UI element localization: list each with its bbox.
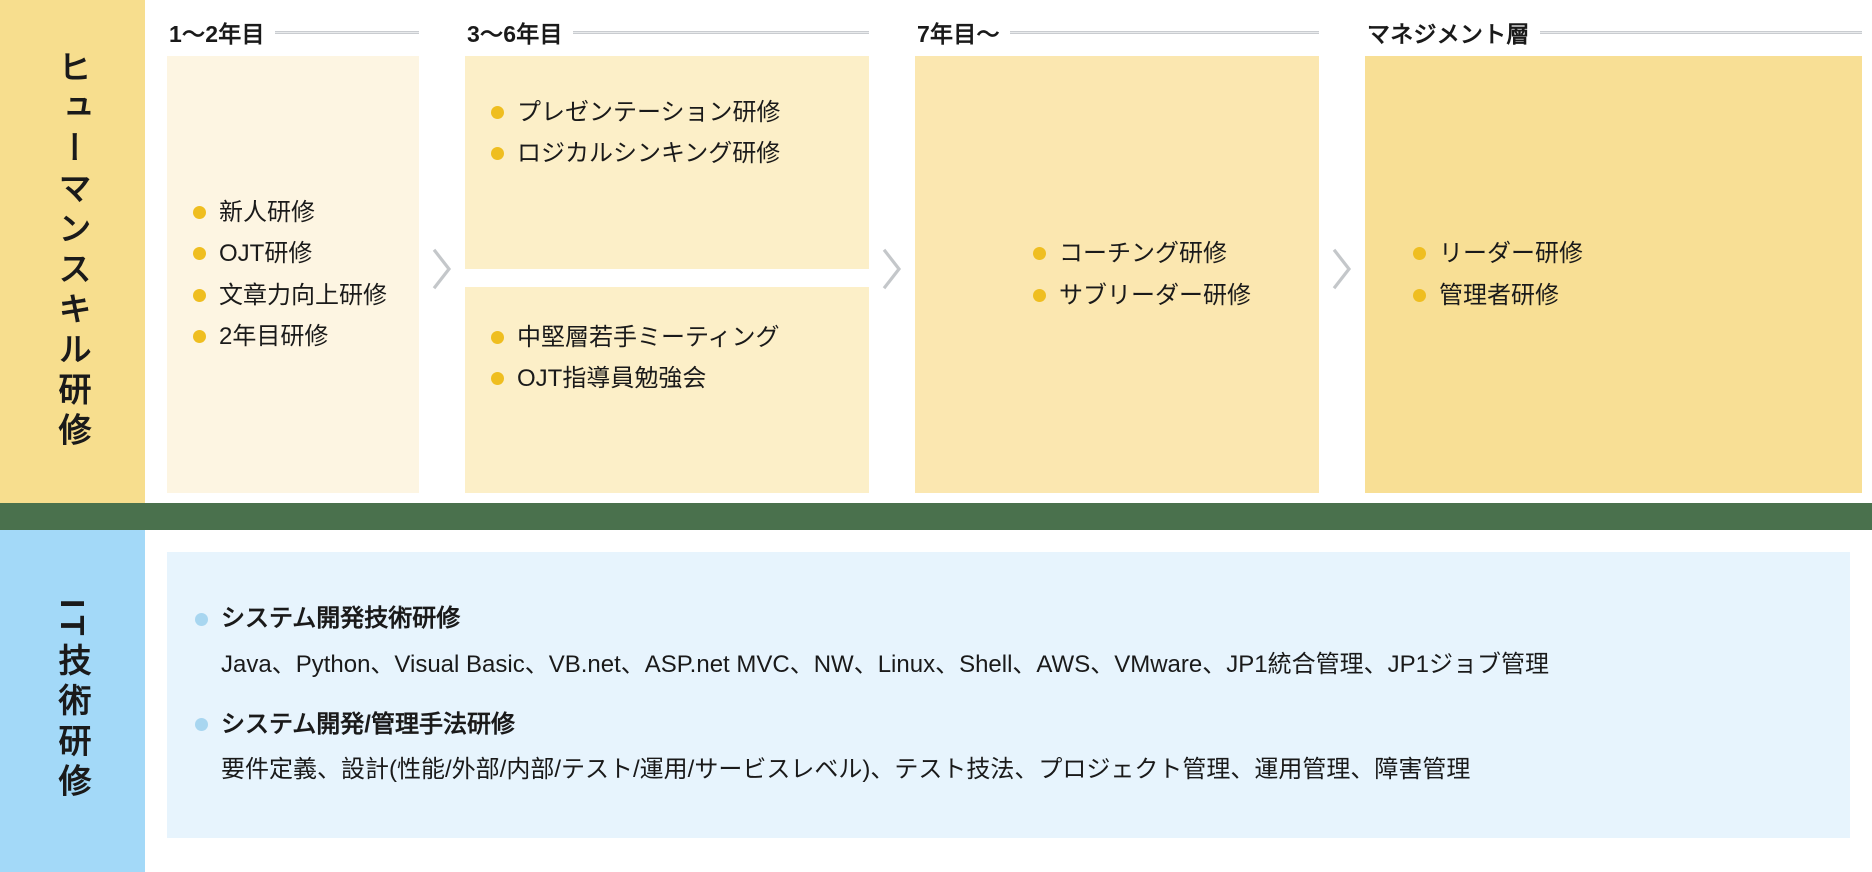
chevron-right-icon bbox=[882, 248, 902, 289]
list-item: ロジカルシンキング研修 bbox=[491, 133, 855, 174]
bullet-dot-icon bbox=[193, 329, 206, 343]
it-group-heading-label: システム開発/管理手法研修 bbox=[221, 711, 515, 738]
human-skill-sidebar-label: ヒューマンスキル研修 bbox=[54, 50, 91, 453]
stage-rule bbox=[1539, 30, 1862, 34]
list-item-label: サブリーダー研修 bbox=[1059, 281, 1251, 309]
section-divider bbox=[0, 503, 1872, 530]
list-item-label: 管理者研修 bbox=[1439, 281, 1559, 309]
bullet-dot-icon bbox=[195, 612, 208, 626]
list-item: OJT研修 bbox=[193, 233, 405, 274]
training-card: プレゼンテーション研修 ロジカルシンキング研修 bbox=[465, 56, 869, 269]
training-list: リーダー研修 管理者研修 bbox=[1413, 233, 1848, 316]
it-group-heading: システム開発技術研修 bbox=[195, 603, 1820, 634]
bullet-dot-icon bbox=[491, 106, 504, 120]
it-group-detail: 要件定義、設計(性能/外部/内部/テスト/運用/サービスレベル)、テスト技法、プ… bbox=[221, 756, 1471, 784]
list-item: 管理者研修 bbox=[1413, 275, 1848, 316]
stage-year-1-2: 1〜2年目 新人研修 OJT研修 bbox=[167, 8, 419, 493]
it-skill-sidebar-label: IT技術研修 bbox=[54, 598, 91, 804]
stage-title: マネジメント層 bbox=[1367, 21, 1530, 47]
stage-title: 3〜6年目 bbox=[467, 21, 563, 47]
it-group-management-methods: システム開発/管理手法研修 要件定義、設計(性能/外部/内部/テスト/運用/サー… bbox=[195, 709, 1820, 787]
list-item: 新人研修 bbox=[193, 192, 405, 233]
bullet-dot-icon bbox=[193, 288, 206, 302]
bullet-dot-icon bbox=[1033, 247, 1046, 261]
list-item-label: 中堅層若手ミーティング bbox=[517, 323, 780, 351]
list-item-label: OJT研修 bbox=[219, 240, 313, 268]
stage-rule bbox=[572, 30, 869, 34]
training-card: 新人研修 OJT研修 文章力向上研修 bbox=[167, 56, 419, 493]
stage-rule bbox=[274, 30, 419, 34]
stage-year-3-6: 3〜6年目 プレゼンテーション研修 ロジカルシンキング研修 bbox=[465, 8, 869, 493]
bullet-dot-icon bbox=[193, 206, 206, 220]
list-item: 文章力向上研修 bbox=[193, 275, 405, 316]
bullet-dot-icon bbox=[1413, 247, 1426, 261]
list-item: 2年目研修 bbox=[193, 316, 405, 357]
stage-rule bbox=[1009, 30, 1319, 34]
list-item-label: 新人研修 bbox=[219, 198, 315, 226]
training-list: 中堅層若手ミーティング OJT指導員勉強会 bbox=[491, 317, 855, 400]
stage-arrow-2 bbox=[869, 8, 915, 493]
stage-title: 7年目〜 bbox=[917, 21, 1000, 47]
list-item: 中堅層若手ミーティング bbox=[491, 317, 855, 358]
stage-cards: コーチング研修 サブリーダー研修 bbox=[915, 56, 1319, 493]
list-item-label: 2年目研修 bbox=[219, 322, 329, 350]
it-group-heading: システム開発/管理手法研修 bbox=[195, 709, 1820, 740]
it-skill-body: システム開発技術研修 Java、Python、Visual Basic、VB.n… bbox=[145, 530, 1872, 872]
list-item-label: ロジカルシンキング研修 bbox=[517, 140, 781, 168]
training-list: コーチング研修 サブリーダー研修 bbox=[1033, 233, 1305, 316]
chevron-right-icon bbox=[1332, 248, 1352, 289]
list-item-label: プレゼンテーション研修 bbox=[517, 99, 781, 126]
training-card: リーダー研修 管理者研修 bbox=[1365, 56, 1862, 493]
stage-cards: プレゼンテーション研修 ロジカルシンキング研修 中堅 bbox=[465, 56, 869, 493]
list-item-label: リーダー研修 bbox=[1439, 240, 1583, 268]
human-skill-section: ヒューマンスキル研修 1〜2年目 新人研修 bbox=[0, 0, 1872, 503]
it-group-detail: Java、Python、Visual Basic、VB.net、ASP.net … bbox=[221, 650, 1549, 678]
it-group-system-development: システム開発技術研修 Java、Python、Visual Basic、VB.n… bbox=[195, 603, 1820, 681]
list-item-label: 文章力向上研修 bbox=[219, 281, 387, 309]
bullet-dot-icon bbox=[491, 330, 504, 344]
stage-title: 1〜2年目 bbox=[169, 21, 265, 47]
stage-header: 1〜2年目 bbox=[167, 8, 419, 56]
stage-header: マネジメント層 bbox=[1365, 8, 1862, 56]
stage-arrow-1 bbox=[419, 8, 465, 493]
training-card: 中堅層若手ミーティング OJT指導員勉強会 bbox=[465, 286, 869, 493]
it-group-heading-label: システム開発技術研修 bbox=[221, 605, 461, 633]
bullet-dot-icon bbox=[491, 371, 504, 385]
training-list: プレゼンテーション研修 ロジカルシンキング研修 bbox=[491, 92, 855, 175]
list-item-label: コーチング研修 bbox=[1059, 240, 1227, 268]
list-item: OJT指導員勉強会 bbox=[491, 358, 855, 399]
bullet-dot-icon bbox=[1413, 288, 1426, 302]
human-skill-sidebar: ヒューマンスキル研修 bbox=[0, 0, 145, 503]
stage-header: 3〜6年目 bbox=[465, 8, 869, 56]
list-item: コーチング研修 bbox=[1033, 233, 1305, 274]
list-item-label: OJT指導員勉強会 bbox=[517, 364, 707, 392]
it-skill-panel: システム開発技術研修 Java、Python、Visual Basic、VB.n… bbox=[167, 552, 1850, 838]
stage-management: マネジメント層 リーダー研修 管理者研修 bbox=[1365, 8, 1862, 493]
bullet-dot-icon bbox=[1033, 288, 1046, 302]
bullet-dot-icon bbox=[491, 147, 504, 161]
human-skill-stages: 1〜2年目 新人研修 OJT研修 bbox=[145, 0, 1872, 503]
list-item: プレゼンテーション研修 bbox=[491, 92, 855, 133]
bullet-dot-icon bbox=[193, 247, 206, 261]
training-list: 新人研修 OJT研修 文章力向上研修 bbox=[193, 192, 405, 357]
list-item: リーダー研修 bbox=[1413, 233, 1848, 274]
stage-arrow-3 bbox=[1319, 8, 1365, 493]
stage-cards: リーダー研修 管理者研修 bbox=[1365, 56, 1862, 493]
chevron-right-icon bbox=[432, 248, 452, 289]
training-card: コーチング研修 サブリーダー研修 bbox=[915, 56, 1319, 493]
stage-year-7-plus: 7年目〜 コーチング研修 サブリーダー研修 bbox=[915, 8, 1319, 493]
stage-cards: 新人研修 OJT研修 文章力向上研修 bbox=[167, 56, 419, 493]
list-item: サブリーダー研修 bbox=[1033, 275, 1305, 316]
stage-header: 7年目〜 bbox=[915, 8, 1319, 56]
it-skill-sidebar: IT技術研修 bbox=[0, 530, 145, 872]
bullet-dot-icon bbox=[195, 718, 208, 732]
it-skill-section: IT技術研修 システム開発技術研修 Java、Python、Visual Bas… bbox=[0, 530, 1872, 872]
